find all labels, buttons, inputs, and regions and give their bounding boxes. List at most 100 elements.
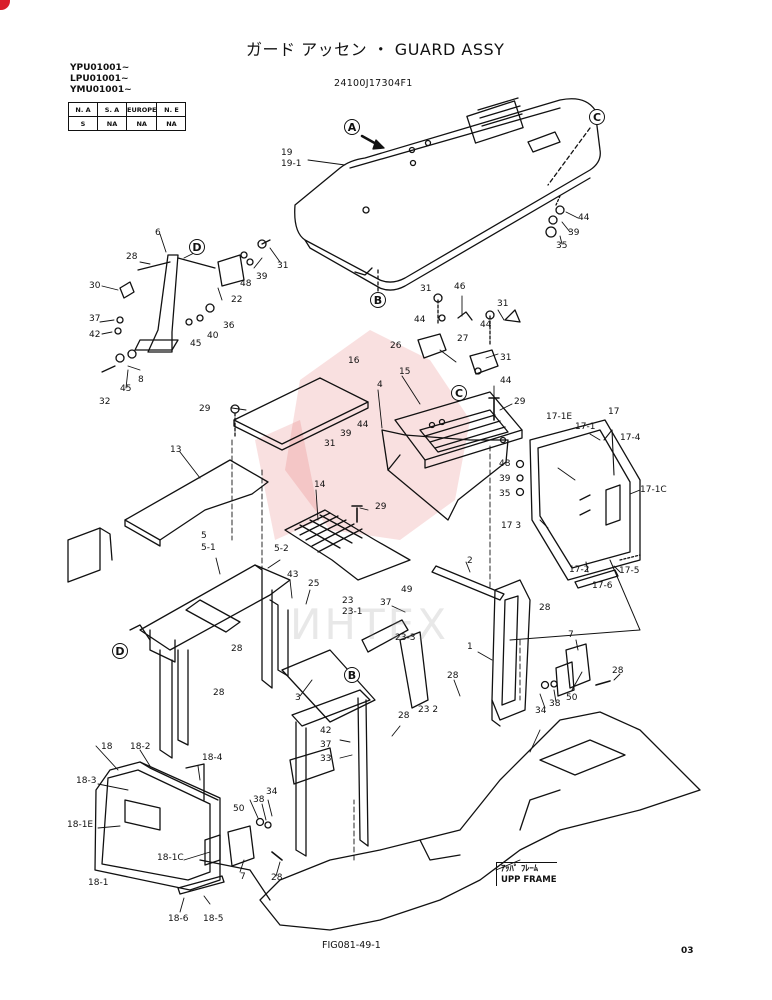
label-18-2: 18-2 (130, 742, 151, 752)
corner-marker (0, 0, 10, 10)
label-3: 3 (295, 693, 301, 703)
callout-d-top: D (189, 239, 205, 255)
label-48: 48 (240, 279, 252, 289)
label-28: 28 (398, 711, 410, 721)
region-header-ne: N. E (156, 102, 187, 117)
label-31: 31 (420, 284, 432, 294)
rail-17-6 (574, 569, 619, 589)
title-separator: ・ (372, 40, 390, 59)
bar-2 (431, 565, 505, 601)
label-23-1: 23-1 (342, 607, 363, 617)
label-45: 45 (190, 339, 202, 349)
part-number: 24100J17304F1 (334, 78, 413, 89)
clamp-7-left (227, 825, 255, 867)
label-50: 50 (566, 693, 578, 703)
label-6: 6 (155, 228, 161, 238)
label-23: 23 (342, 596, 354, 606)
label-31: 31 (497, 299, 509, 309)
label-18-3: 18-3 (76, 776, 97, 786)
region-value-na: S (68, 116, 98, 131)
label-16: 16 (348, 356, 360, 366)
label-30: 30 (89, 281, 101, 291)
post-1 (491, 579, 531, 727)
label-22: 22 (231, 295, 243, 305)
label-48: 48 (499, 459, 511, 469)
label-44: 44 (480, 320, 492, 330)
title-english: GUARD ASSY (394, 40, 505, 59)
rail-18-6 (177, 875, 225, 895)
label-17-6: 17-6 (592, 581, 613, 591)
label-17-3: 17 3 (501, 521, 522, 531)
label-42: 42 (89, 330, 101, 340)
label-18-1E: 18-1E (67, 820, 94, 830)
label-34: 34 (266, 787, 278, 797)
label-28: 28 (271, 873, 283, 883)
region-header-na: N. A (68, 102, 98, 117)
upper-frame-label: ｱｯﾊﾟ ﾌﾚｰﾑ UPP FRAME (496, 862, 557, 886)
label-50: 50 (233, 804, 245, 814)
bracket-23 (361, 619, 429, 709)
label-28: 28 (447, 671, 459, 681)
region-value-sa: NA (97, 116, 127, 131)
label-4: 4 (377, 380, 383, 390)
label-2: 2 (467, 556, 473, 566)
label-19: 19 (281, 148, 293, 158)
callout-a: A (344, 119, 360, 135)
hood-cover-19 (294, 97, 601, 291)
label-5-2: 5-2 (274, 544, 289, 554)
label-1: 1 (467, 642, 473, 652)
label-23-2: 23 2 (418, 705, 439, 715)
label-44: 44 (357, 420, 369, 430)
label-18: 18 (101, 742, 113, 752)
label-25: 25 (308, 579, 320, 589)
label-33: 33 (320, 754, 332, 764)
serial-1: YPU01001~ (70, 63, 130, 73)
label-40: 40 (207, 331, 219, 341)
callout-b-top: B (370, 292, 386, 308)
label-39: 39 (340, 429, 352, 439)
clamp-7-right (555, 643, 591, 697)
title: ガード アッセン ・ GUARD ASSY (246, 42, 504, 58)
side-panel-4 (381, 429, 509, 521)
label-35: 35 (499, 489, 511, 499)
label-17-1C: 17-1C (640, 485, 667, 495)
label-28: 28 (126, 252, 138, 262)
label-17-1: 17-1 (575, 422, 596, 432)
upper-frame-label-jp: ｱｯﾊﾟ ﾌﾚｰﾑ (501, 864, 538, 874)
label-37: 37 (89, 314, 101, 324)
label-8: 8 (138, 375, 144, 385)
upper-frame-label-en: UPP FRAME (501, 875, 557, 885)
label-18-6: 18-6 (168, 914, 189, 924)
watermark-emblem (255, 330, 470, 540)
page-number: 03 (681, 946, 694, 956)
grill-panel-15 (394, 391, 523, 469)
label-13: 13 (170, 445, 182, 455)
label-42: 42 (320, 726, 332, 736)
label-17-5: 17-5 (619, 566, 640, 576)
label-28: 28 (213, 688, 225, 698)
label-39: 39 (568, 228, 580, 238)
label-15: 15 (399, 367, 411, 377)
label-37: 37 (320, 740, 332, 750)
leader-lines (95, 159, 641, 913)
frame-5 (129, 564, 291, 759)
label-44: 44 (414, 315, 426, 325)
watermark-text: ИНТЕХ (290, 600, 449, 649)
title-japanese: ガード アッセン (246, 40, 368, 59)
upper-frame (67, 527, 701, 931)
label-38: 38 (253, 795, 265, 805)
side-panel-17 (529, 419, 641, 581)
label-7: 7 (240, 872, 246, 882)
top-plate-16 (233, 377, 369, 451)
serial-3: YMU01001~ (70, 85, 132, 95)
side-panel-18 (94, 761, 221, 891)
label-29: 29 (375, 502, 387, 512)
label-28: 28 (231, 644, 243, 654)
label-32: 32 (99, 397, 111, 407)
label-29: 29 (199, 404, 211, 414)
grating-14 (284, 509, 411, 581)
bolt-29-left (230, 404, 240, 437)
region-header-sa: S. A (97, 102, 127, 117)
hood-hardware (545, 195, 565, 238)
label-14: 14 (314, 480, 326, 490)
